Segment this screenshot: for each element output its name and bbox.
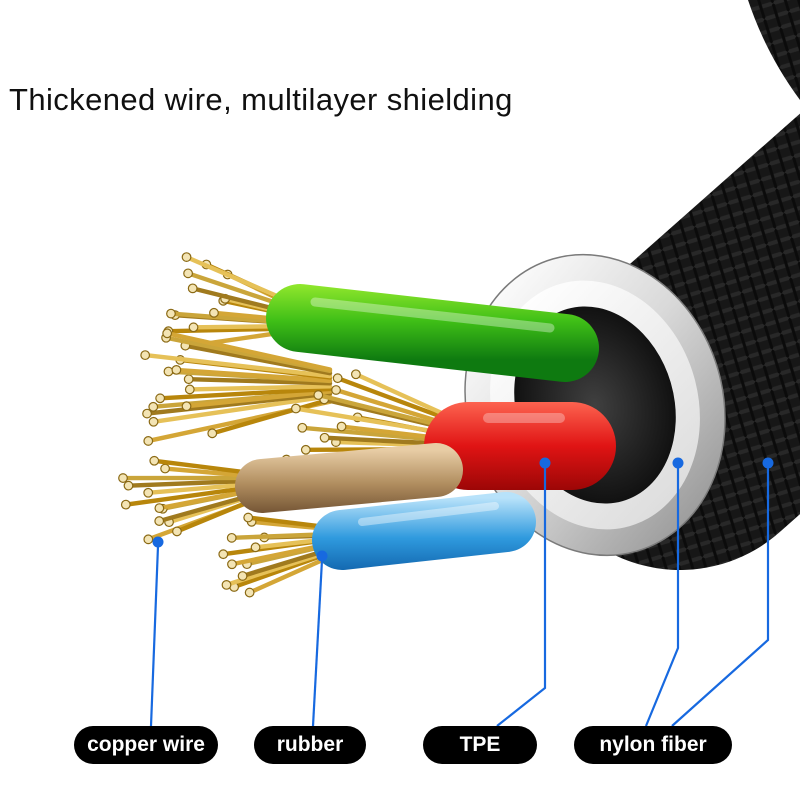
callout-dot-rubber xyxy=(316,550,328,562)
copper-strand-tip xyxy=(226,532,237,543)
copper-strand-tip xyxy=(183,374,194,385)
copper-strand-tip xyxy=(143,487,154,498)
callout-dot-copper xyxy=(152,536,164,548)
copper-strand xyxy=(187,384,333,392)
copper-strand-tip xyxy=(172,526,182,537)
callout-line-tpe xyxy=(496,467,547,727)
copper-strand-tip xyxy=(331,385,341,395)
copper-strand xyxy=(142,352,333,379)
copper-strand-tip xyxy=(123,480,134,491)
wire-blue-highlight xyxy=(358,502,499,526)
copper-strand-tip xyxy=(143,436,154,446)
callout-dot-nylon xyxy=(762,457,774,469)
copper-strand-tip xyxy=(166,308,176,319)
copper-strand-tip xyxy=(187,283,198,294)
copper-strand xyxy=(183,343,333,376)
copper-strand-tip xyxy=(140,350,151,361)
copper-strand-tip xyxy=(218,549,229,560)
wire-tan xyxy=(235,443,463,513)
copper-strand-tip xyxy=(243,512,254,523)
copper-strand-tip xyxy=(163,366,174,377)
copper-strand xyxy=(164,331,333,372)
copper-strand xyxy=(157,386,333,401)
copper-strand-tip xyxy=(188,322,199,333)
copper-strand-tip xyxy=(154,503,165,514)
copper-strand-tip xyxy=(207,428,218,439)
copper-strand-tip xyxy=(181,401,192,412)
copper-strand-tip xyxy=(350,369,361,380)
copper-strand-tip xyxy=(162,328,173,339)
copper-strand-tip xyxy=(209,307,219,318)
wire-blue xyxy=(312,492,536,570)
copper-strand-tip xyxy=(237,571,248,581)
copper-strand-tip xyxy=(319,432,330,443)
copper-strand-tip xyxy=(160,463,170,474)
copper-strand-tip xyxy=(184,384,195,395)
copper-strand-tip xyxy=(313,390,324,400)
copper-strand-tip xyxy=(336,421,347,432)
copper-strand-tip xyxy=(154,516,165,526)
copper-strand-tip xyxy=(148,401,159,412)
callout-label-rubber: rubber xyxy=(254,726,366,764)
callout-label-tpe: TPE xyxy=(423,726,537,764)
copper-strand xyxy=(174,367,333,383)
copper-strand-tip xyxy=(244,587,255,598)
copper-strand-tip xyxy=(118,473,128,483)
copper-strand-tip xyxy=(290,403,301,414)
callout-dot-tpe xyxy=(539,457,551,469)
copper-strand-tip xyxy=(120,499,131,510)
page-title: Thickened wire, multilayer shielding xyxy=(9,82,513,117)
callout-dot-jacket xyxy=(672,457,684,469)
copper-strands-bare xyxy=(140,328,333,446)
copper-strand xyxy=(151,393,333,424)
callout-lines xyxy=(149,457,774,727)
copper-strand-tip xyxy=(143,534,154,545)
copper-strand-tip xyxy=(148,416,159,427)
copper-strand xyxy=(144,391,333,416)
copper-strand-tip xyxy=(155,393,166,404)
callout-line-nylon-inner xyxy=(644,467,680,727)
copper-strand-tip xyxy=(250,542,261,553)
copper-strand-tip xyxy=(149,455,160,466)
copper-strand-tip xyxy=(297,422,308,433)
copper-strand-tip xyxy=(227,559,237,570)
copper-strand xyxy=(184,389,333,409)
callout-line-rubber xyxy=(311,559,324,727)
callout-label-nylon-fiber: nylon fiber xyxy=(574,726,732,764)
braided-sheath xyxy=(530,0,800,570)
callout-line-copper-wire xyxy=(149,545,160,727)
wire-green xyxy=(266,284,599,382)
copper-strand-tip xyxy=(142,408,152,419)
copper-strand-tip xyxy=(221,579,232,590)
callout-label-copper-wire: copper wire xyxy=(74,726,218,764)
callout-line-nylon-outer xyxy=(671,467,770,727)
copper-strand-tip xyxy=(171,364,182,375)
copper-strand-tip xyxy=(332,373,343,384)
copper-strand-tip xyxy=(183,268,193,279)
copper-strand xyxy=(210,397,333,436)
copper-strand-tip xyxy=(300,444,311,455)
copper-strand xyxy=(186,376,333,386)
wire-green-highlight xyxy=(310,297,555,333)
copper-strand-tip xyxy=(181,252,192,262)
